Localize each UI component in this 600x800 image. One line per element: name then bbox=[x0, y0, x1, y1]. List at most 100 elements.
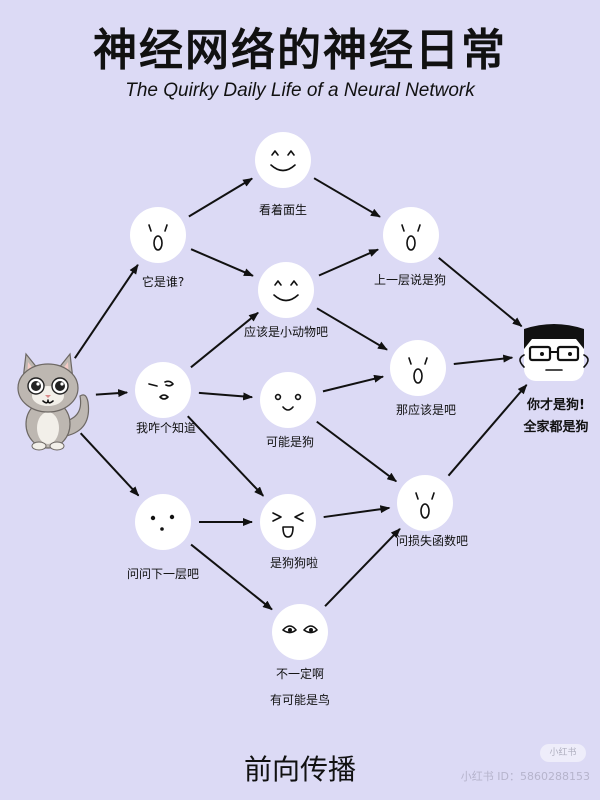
eye-left bbox=[274, 393, 282, 401]
node-circle bbox=[135, 494, 191, 550]
edges-layer bbox=[74, 177, 528, 611]
edge-h3-1-to-output bbox=[438, 257, 523, 328]
mouth bbox=[273, 294, 299, 302]
cat-eye-shine bbox=[60, 382, 64, 386]
node-circle bbox=[260, 494, 316, 550]
node-circle bbox=[260, 372, 316, 428]
eye-left bbox=[148, 383, 158, 387]
node-circle bbox=[390, 340, 446, 396]
node-circle bbox=[258, 262, 314, 318]
glasses-face-icon bbox=[519, 324, 589, 381]
edge-h1-mid-to-h2-3 bbox=[198, 391, 254, 401]
watermark-badge: 小红书 bbox=[540, 744, 586, 762]
surprised-face-icon bbox=[408, 357, 428, 384]
node-label2-output: 全家都是狗 bbox=[522, 419, 588, 435]
node-input-cat bbox=[17, 352, 90, 451]
node-output bbox=[519, 324, 589, 381]
eye-left bbox=[272, 512, 282, 522]
eye-right bbox=[417, 224, 421, 232]
output-pupil-right bbox=[568, 352, 572, 356]
edge-input-cat-to-h1-top bbox=[74, 264, 139, 359]
eye-right bbox=[424, 357, 428, 365]
eye-right bbox=[303, 625, 318, 634]
eye-right bbox=[169, 514, 175, 520]
small-smile-face-icon bbox=[274, 393, 302, 411]
edge-h2-3-to-h3-3 bbox=[316, 420, 398, 483]
output-ear-left bbox=[519, 354, 525, 368]
diagram-caption: 前向传播 bbox=[243, 753, 356, 786]
node-label2-h2-5: 有可能是鸟 bbox=[270, 692, 330, 707]
eye-left bbox=[401, 224, 405, 232]
cat-paw-left bbox=[31, 441, 47, 451]
mouth bbox=[270, 164, 296, 172]
eye-left bbox=[150, 515, 156, 521]
eye-left bbox=[282, 625, 297, 634]
output-lens-right bbox=[556, 345, 580, 362]
node-h3-2 bbox=[390, 340, 446, 396]
edge-h1-bot-to-h2-5 bbox=[190, 543, 273, 611]
mouth bbox=[282, 526, 294, 538]
eye-right bbox=[164, 224, 168, 232]
diagram-subtitle: The Quirky Daily Life of a Neural Networ… bbox=[125, 80, 475, 101]
node-label-h1-top: 它是谁? bbox=[142, 274, 184, 289]
edge-h1-mid-to-h2-4 bbox=[187, 415, 264, 497]
squint-face-icon bbox=[282, 625, 318, 634]
dots-face-icon bbox=[150, 514, 175, 531]
node-label-h2-2: 应该是小动物吧 bbox=[244, 324, 328, 339]
node-h3-1 bbox=[383, 207, 439, 263]
edge-h3-2-to-output bbox=[453, 354, 514, 366]
cat-mouth bbox=[42, 399, 54, 404]
eye-left bbox=[408, 357, 412, 365]
output-pupil-left bbox=[540, 352, 544, 356]
node-h2-5 bbox=[272, 604, 328, 660]
node-circle bbox=[272, 604, 328, 660]
node-label-h2-4: 是狗狗啦 bbox=[270, 555, 318, 570]
cat-paw-right bbox=[49, 441, 65, 451]
edge-h2-3-to-h3-2 bbox=[322, 374, 385, 393]
node-h1-top bbox=[130, 207, 186, 263]
eye-left bbox=[415, 492, 419, 500]
edge-h2-2-to-h3-2 bbox=[316, 307, 388, 351]
node-label-h2-3: 可能是狗 bbox=[266, 435, 314, 449]
node-label-h1-mid: 我咋个知道 bbox=[136, 421, 196, 435]
eye-right bbox=[294, 393, 302, 401]
node-h2-1 bbox=[255, 132, 311, 188]
cat-icon bbox=[17, 352, 90, 451]
edge-h2-5-to-h3-3 bbox=[324, 528, 401, 607]
nodes-layer bbox=[17, 132, 589, 660]
mouth bbox=[159, 394, 169, 400]
node-circle bbox=[397, 475, 453, 531]
cat-belly bbox=[37, 412, 59, 444]
node-label-h3-2: 那应该是吧 bbox=[396, 402, 456, 417]
output-ear-right bbox=[583, 354, 589, 368]
edge-h1-top-to-h2-2 bbox=[190, 248, 254, 277]
node-h1-bot bbox=[135, 494, 191, 550]
node-label-h2-1: 看着面生 bbox=[259, 202, 307, 217]
cat-nose bbox=[45, 395, 51, 398]
eye-right bbox=[164, 380, 174, 387]
node-h3-3 bbox=[397, 475, 453, 531]
node-h2-3 bbox=[260, 372, 316, 428]
output-hair bbox=[524, 324, 584, 349]
wink-face-icon bbox=[148, 380, 174, 400]
eye-left bbox=[271, 150, 279, 156]
edge-input-cat-to-h1-mid bbox=[95, 389, 129, 398]
mouth bbox=[153, 235, 163, 251]
edge-h1-mid-to-h2-2 bbox=[190, 311, 259, 369]
watermark-text: 小红书 ID：5860288153 bbox=[460, 770, 590, 783]
cat-pupil-left bbox=[31, 381, 41, 391]
node-h2-2 bbox=[258, 262, 314, 318]
pupil-left bbox=[288, 628, 292, 632]
labels-layer: 它是谁?我咋个知道问问下一层吧看着面生应该是小动物吧可能是狗是狗狗啦不一定啊有可… bbox=[127, 202, 589, 707]
surprised-face-icon bbox=[148, 224, 168, 251]
mouth bbox=[420, 503, 430, 519]
surprised-face-icon bbox=[415, 492, 435, 519]
node-circle bbox=[130, 207, 186, 263]
edge-h1-top-to-h2-1 bbox=[188, 177, 253, 218]
mouth bbox=[160, 527, 164, 531]
mouth bbox=[413, 368, 423, 384]
edge-h2-4-to-h3-3 bbox=[323, 505, 391, 519]
node-h1-mid bbox=[135, 362, 191, 418]
output-lens-left bbox=[528, 345, 552, 362]
